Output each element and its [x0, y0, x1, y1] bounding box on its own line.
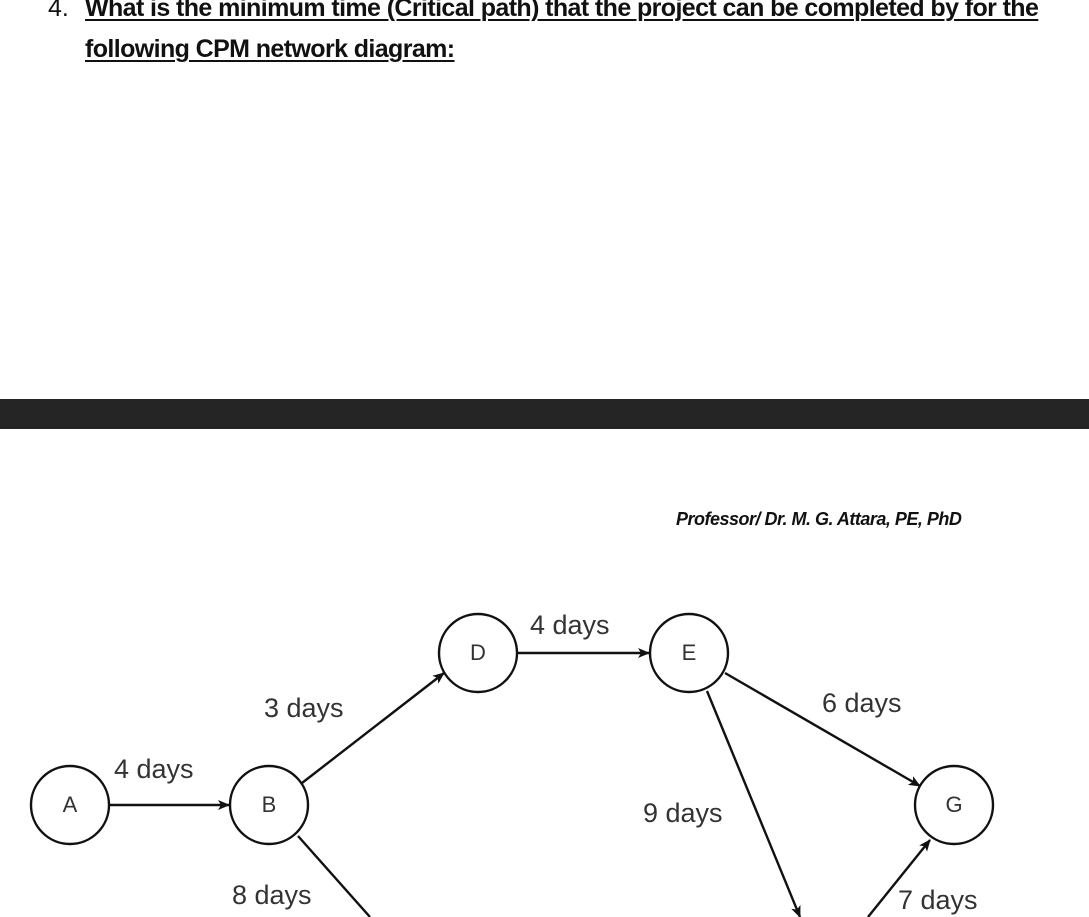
node-G [913, 764, 995, 846]
node-label-B: B [261, 792, 277, 817]
edge-label-up-G: 7 days [898, 885, 978, 915]
divider-band [0, 399, 1089, 429]
edge-E-G [724, 671, 921, 788]
author-credit: Professor/ Dr. M. G. Attara, PE, PhD [676, 509, 962, 529]
node-label-G: G [945, 792, 963, 817]
question-number: 4. [48, 0, 69, 22]
edge-label-B-D: 3 days [264, 693, 344, 723]
edge-label-A-B: 4 days [114, 754, 194, 784]
edge-E-down [705, 690, 802, 917]
cpm-network-diagram: A B D E G 4 days 3 days 8 days 4 days 6 … [0, 560, 1089, 917]
edge-label-B-down: 8 days [232, 880, 312, 910]
node-label-A: A [62, 792, 78, 817]
node-E [648, 612, 730, 694]
edge-B-D [301, 672, 445, 784]
edge-up-G [867, 839, 931, 917]
node-B [228, 764, 310, 846]
question-text: What is the minimum time (Critical path)… [85, 0, 1039, 63]
node-label-D: D [470, 640, 486, 665]
edge-label-D-E: 4 days [530, 610, 610, 640]
edge-label-E-G: 6 days [822, 688, 902, 718]
edge-B-down [297, 835, 371, 917]
diagram-graphics [29, 612, 995, 917]
node-label-E: E [681, 640, 697, 665]
edge-label-E-down: 9 days [643, 798, 723, 828]
